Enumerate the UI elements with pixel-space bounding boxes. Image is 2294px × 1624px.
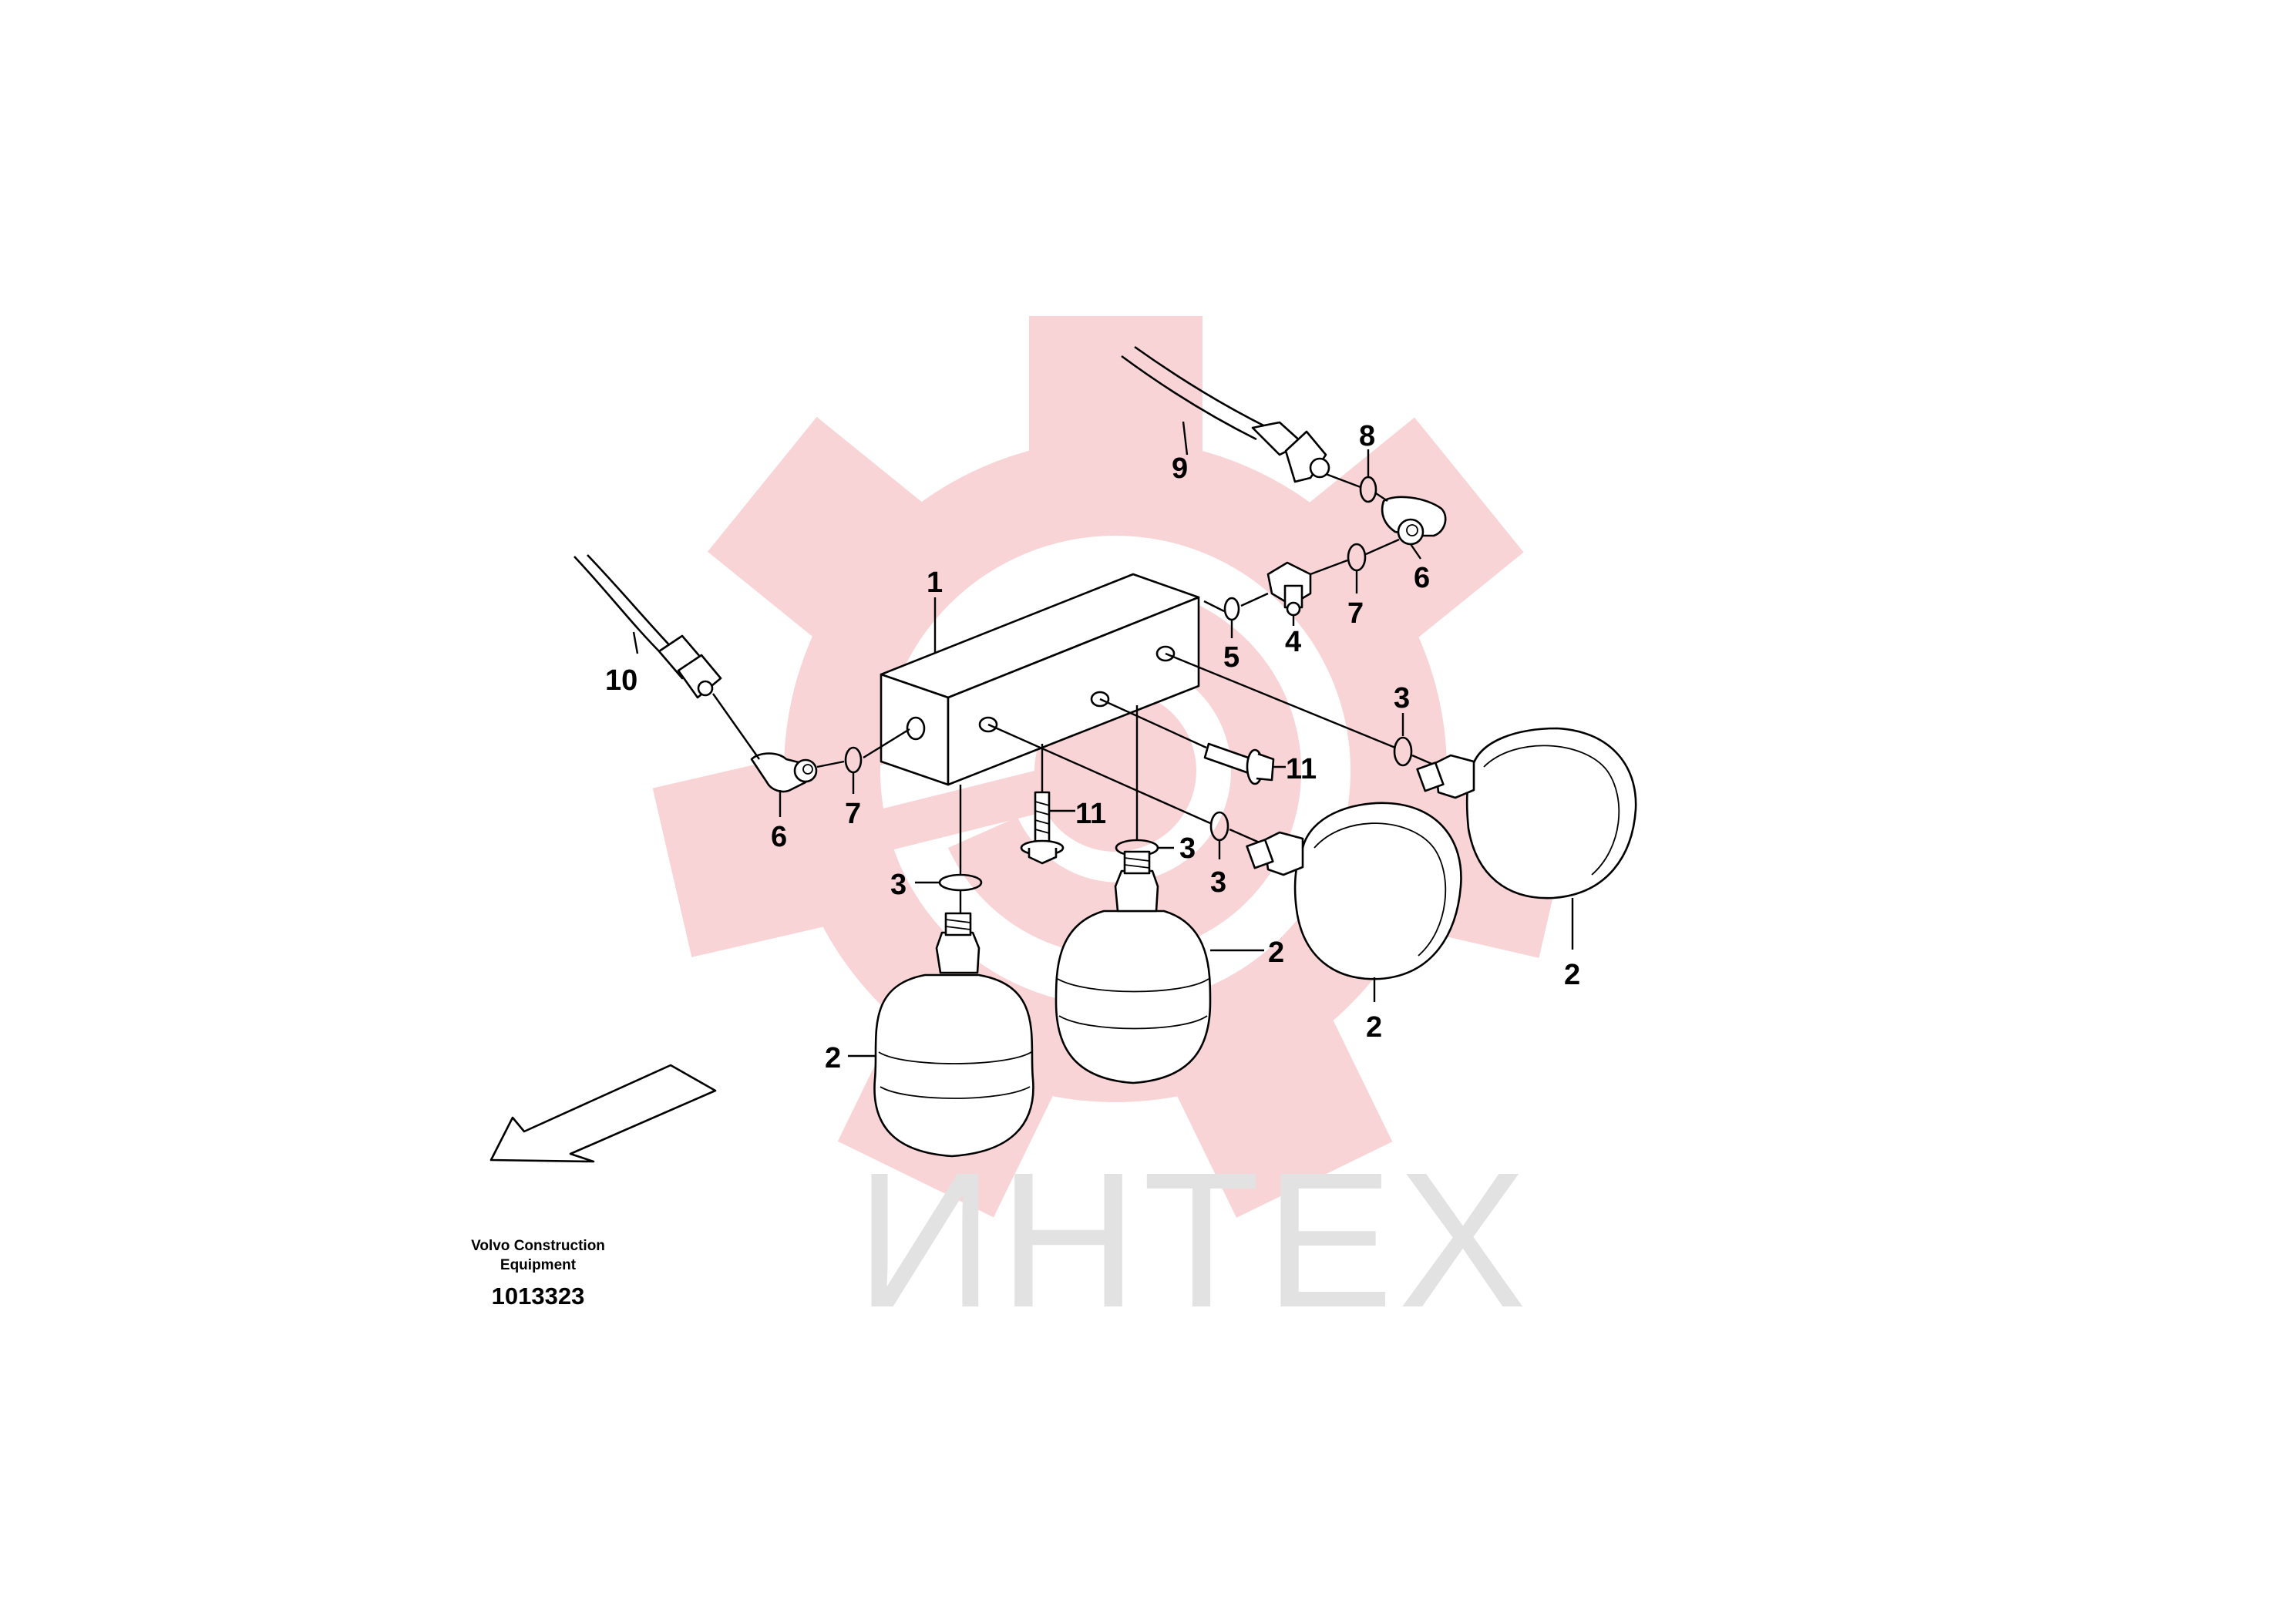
accumulator-2-front-left <box>873 912 1034 1158</box>
bolt-11-horizontal <box>1203 742 1275 785</box>
callout-9: 9 <box>1172 452 1188 485</box>
callout-numbers: 1 2 2 2 2 3 3 3 3 4 5 6 6 7 7 8 9 10 11 … <box>605 420 1580 1074</box>
assembly-lines <box>712 472 1454 925</box>
o-ring-3-right <box>1393 736 1413 767</box>
callout-leaders <box>632 421 1574 1057</box>
callout-1: 1 <box>927 567 943 599</box>
caption-company-line1: Volvo Construction <box>471 1238 605 1254</box>
callout-3-mid: 3 <box>1210 866 1226 899</box>
drawing-caption: Volvo Construction Equipment 1013323 <box>471 1238 605 1310</box>
callout-8: 8 <box>1359 420 1375 452</box>
accumulator-2-rear-left <box>1246 802 1462 980</box>
callout-7-left: 7 <box>845 798 861 830</box>
callout-3-center: 3 <box>1179 832 1196 865</box>
callout-10: 10 <box>605 664 637 697</box>
hose-9 <box>1121 345 1330 483</box>
callout-2-rear-right: 2 <box>1564 959 1580 991</box>
elbow-fitting-6-right <box>1381 496 1447 546</box>
callout-7-right: 7 <box>1347 597 1364 630</box>
accumulator-2-front-right <box>1054 850 1212 1084</box>
callout-3-left: 3 <box>890 869 906 901</box>
hose-10 <box>574 554 722 699</box>
drawing-number: 1013323 <box>492 1283 585 1310</box>
callout-2-front-right: 2 <box>1268 936 1284 969</box>
manifold-block-1 <box>880 573 1200 786</box>
accumulator-2-rear-right <box>1416 727 1637 899</box>
bolt-11-vertical <box>1020 791 1065 865</box>
callout-2-rear-left: 2 <box>1366 1011 1382 1044</box>
forward-direction-arrow-icon <box>489 1064 717 1163</box>
callout-11-vertical: 11 <box>1075 798 1106 830</box>
watermark-text: ИНТЕХ <box>856 1132 1531 1347</box>
callout-3-right: 3 <box>1394 682 1410 714</box>
elbow-fitting-6-left <box>750 752 818 793</box>
adapter-4 <box>1266 561 1312 617</box>
callout-11-horizontal: 11 <box>1286 753 1317 785</box>
callout-6-left: 6 <box>771 821 787 853</box>
callout-6-right: 6 <box>1414 562 1430 594</box>
caption-company-line2: Equipment <box>500 1257 577 1273</box>
callout-2-front-left: 2 <box>825 1042 841 1074</box>
callout-5: 5 <box>1223 641 1240 674</box>
callout-4: 4 <box>1285 626 1301 658</box>
